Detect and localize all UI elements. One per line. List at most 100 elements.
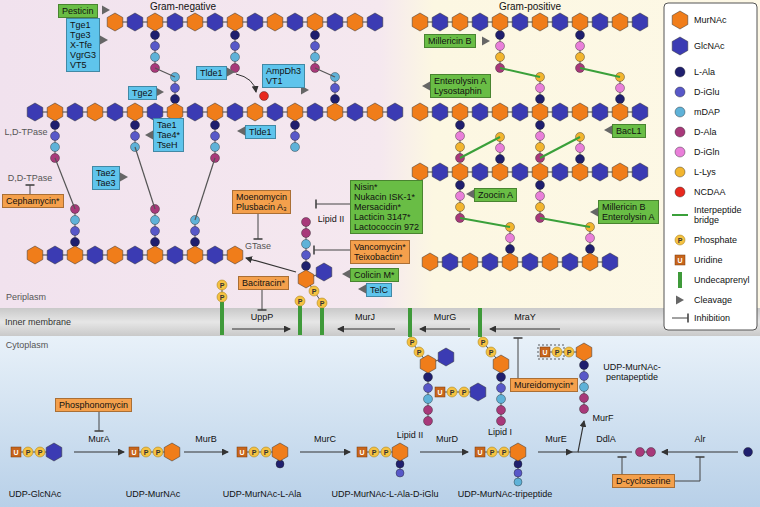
legend-text: D-iGlu <box>694 87 756 97</box>
legend-swatch <box>678 272 682 288</box>
effector-box: Tge2 <box>128 86 157 100</box>
legend-hexagon <box>672 11 688 29</box>
effector-box: Tlde1 <box>245 125 276 139</box>
phosphate-symbol <box>217 280 227 290</box>
murnac-hexagon <box>452 163 468 181</box>
murnac-hexagon <box>493 355 509 373</box>
uridine-letter: U <box>542 349 547 356</box>
cleavage-arrowhead <box>100 36 108 45</box>
murnac-hexagon <box>510 443 526 461</box>
box-text: Zoocin A <box>478 190 513 200</box>
glcnac-hexagon <box>227 103 243 121</box>
uridine-letter: U <box>437 389 442 396</box>
glcnac-hexagon <box>592 163 608 181</box>
amino-acid <box>514 469 522 477</box>
cleavage-arrowhead <box>590 208 598 217</box>
amino-acid <box>231 31 240 40</box>
bacteriocin-box: Nisin*Nukacin ISK-1*Mersacidin*Lacticin … <box>350 180 423 234</box>
glcnac-hexagon <box>632 13 648 31</box>
amino-acid <box>211 121 220 130</box>
amino-acid <box>580 383 589 392</box>
glcnac-hexagon <box>46 443 62 461</box>
amino-acid <box>311 53 320 62</box>
amino-acid <box>396 469 404 477</box>
murnac-hexagon <box>572 103 588 121</box>
phosphate-letter: P <box>264 449 269 456</box>
effector-box: Tlde1 <box>196 66 227 80</box>
phosphate-letter: P <box>678 237 683 244</box>
cleavage-arrowhead <box>342 270 350 279</box>
legend-text: Uridine <box>694 255 756 265</box>
molecule-label: Lipid II <box>318 214 345 224</box>
amino-acid <box>576 144 585 153</box>
enzyme-label: UppP <box>251 312 274 322</box>
glcnac-hexagon <box>472 163 488 181</box>
amino-acid <box>231 53 240 62</box>
murnac-hexagon <box>287 103 303 121</box>
amino-acid <box>51 143 60 152</box>
box-text: Mureidomycin* <box>514 380 574 390</box>
amino-acid <box>151 31 160 40</box>
group-title: Gram-positive <box>499 1 561 13</box>
glcnac-hexagon <box>107 103 123 121</box>
legend-text: mDAP <box>694 107 756 117</box>
undecaprenyl-bar <box>298 306 302 335</box>
amino-acid <box>496 155 505 164</box>
glcnac-hexagon <box>67 103 83 121</box>
region-label: Inner membrane <box>5 317 71 327</box>
glcnac-hexagon <box>470 383 486 401</box>
legend-swatch <box>675 187 685 197</box>
legend-dot <box>675 147 685 157</box>
phosphate-letter: P <box>490 449 495 456</box>
enzyme-label: MurG <box>434 312 457 322</box>
phosphate-letter: P <box>555 349 560 356</box>
glcnac-hexagon <box>552 163 568 181</box>
glcnac-hexagon <box>602 253 618 271</box>
murnac-hexagon <box>576 343 592 361</box>
amino-acid <box>291 143 300 152</box>
enzyme-label: DdlA <box>596 434 616 444</box>
phosphate-letter: P <box>26 449 31 456</box>
murnac-hexagon <box>47 103 63 121</box>
bacteriocin-box: Zoocin A <box>474 188 517 202</box>
phosphate-letter: P <box>410 339 415 346</box>
box-text: Lacticin 3147* <box>354 212 419 222</box>
amino-acid <box>497 373 506 382</box>
amino-acid <box>536 84 545 93</box>
effector-box: TelC <box>366 283 392 297</box>
amino-acid <box>456 121 465 130</box>
amino-acid <box>536 203 545 212</box>
enzyme-label: L,D-TPase <box>4 127 47 137</box>
legend-swatch <box>675 167 685 177</box>
murnac-hexagon <box>452 103 468 121</box>
glcnac-hexagon <box>127 246 143 264</box>
murnac-hexagon <box>412 13 428 31</box>
cleavage-arrowhead <box>604 126 612 135</box>
box-text: Tae3 <box>96 178 116 188</box>
legend-text: Phosphate <box>694 235 756 245</box>
phosphate-symbol <box>499 447 509 457</box>
box-text: Enterolysin A <box>602 212 655 222</box>
exchange-arrow <box>236 74 256 92</box>
inhibition-bar <box>258 309 267 311</box>
phosphate-symbol <box>369 447 379 457</box>
glcnac-hexagon <box>167 246 183 264</box>
glcnac-hexagon <box>127 13 143 31</box>
murnac-hexagon <box>532 163 548 181</box>
l-ala <box>744 448 753 457</box>
amino-acid <box>211 143 220 152</box>
amino-acid <box>497 395 506 404</box>
uridine-symbol <box>237 447 247 457</box>
murnac-hexagon <box>267 13 283 31</box>
amino-acid <box>211 132 220 141</box>
glcnac-hexagon <box>87 246 103 264</box>
murnac-hexagon <box>327 103 343 121</box>
uridine-symbol <box>540 347 550 357</box>
amino-acid <box>424 406 433 415</box>
phosphate-symbol <box>249 447 259 457</box>
bacteriocin-box: Enterolysin ALysostaphin <box>430 74 491 98</box>
murnac-hexagon <box>207 103 223 121</box>
glcnac-hexagon <box>207 246 223 264</box>
inhibition-bar <box>313 246 315 255</box>
glcnac-hexagon <box>47 246 63 264</box>
